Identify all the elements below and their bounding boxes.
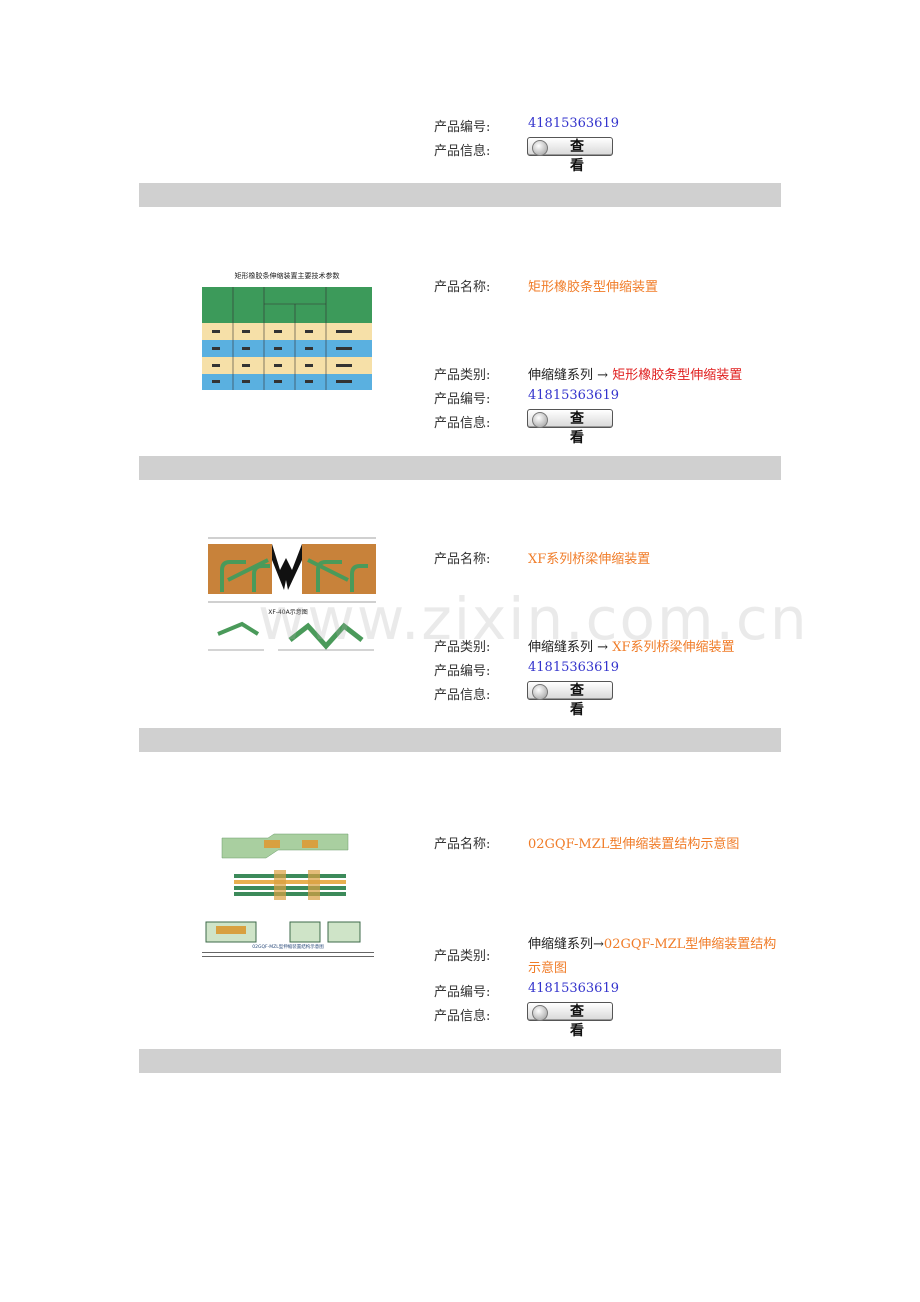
code-label: 产品编号: — [434, 120, 491, 135]
code-label: 产品编号: — [434, 664, 491, 679]
name-label: 产品名称: — [434, 552, 491, 567]
magnifier-icon — [532, 684, 548, 700]
view-button-label: 查 看 — [570, 683, 598, 718]
product-code: 41815363619 — [528, 388, 619, 403]
magnifier-icon — [532, 140, 548, 156]
image-caption: 02GQF-MZL型伸缩装置结构示意图 — [252, 943, 324, 950]
view-button-label: 查 看 — [570, 1004, 598, 1039]
category-child-link[interactable]: 矩形橡胶条型伸缩装置 — [612, 368, 743, 383]
watermark: www.zixin.com.cn — [258, 585, 809, 653]
view-button-label: 查 看 — [570, 411, 598, 446]
category-label: 产品类别: — [434, 949, 491, 964]
info-label: 产品信息: — [434, 1009, 491, 1024]
view-button[interactable]: 查 看 — [527, 681, 613, 718]
magnifier-icon — [532, 1005, 548, 1021]
arrow-icon: → — [593, 937, 604, 952]
product-image-mzl-diagram[interactable]: 02GQF-MZL型伸缩装置结构示意图 — [198, 830, 378, 960]
name-label: 产品名称: — [434, 280, 491, 295]
product-name-link[interactable]: 矩形橡胶条型伸缩装置 — [528, 280, 659, 295]
product-code: 41815363619 — [528, 116, 619, 131]
view-button[interactable]: 查 看 — [527, 409, 613, 446]
section-divider — [139, 1049, 781, 1073]
product-code: 41815363619 — [528, 981, 619, 996]
category-parent-link[interactable]: 伸缩缝系列 — [528, 640, 594, 655]
view-button[interactable]: 查 看 — [527, 137, 613, 174]
category-label: 产品类别: — [434, 640, 491, 655]
product-image-parameter-table[interactable]: 矩形橡胶条伸缩装置主要技术参数 — [200, 266, 374, 392]
category-path: 伸缩缝系列→02GQF-MZL型伸缩装置结构 — [528, 933, 776, 952]
view-button[interactable]: 查 看 — [527, 1002, 613, 1039]
section-divider — [139, 728, 781, 752]
section-divider — [139, 183, 781, 207]
category-label: 产品类别: — [434, 368, 491, 383]
category-path: 伸缩缝系列 → 矩形橡胶条型伸缩装置 — [528, 364, 742, 383]
magnifier-icon — [532, 412, 548, 428]
info-label: 产品信息: — [434, 144, 491, 159]
code-label: 产品编号: — [434, 392, 491, 407]
category-child-link-continued[interactable]: 示意图 — [528, 961, 568, 976]
product-name-link[interactable]: XF系列桥梁伸缩装置 — [528, 552, 651, 567]
category-parent-link[interactable]: 伸缩缝系列 — [528, 937, 594, 952]
name-label: 产品名称: — [434, 837, 491, 852]
product-code: 41815363619 — [528, 660, 619, 675]
category-parent-link[interactable]: 伸缩缝系列 — [528, 368, 594, 383]
arrow-icon: → — [597, 368, 609, 383]
info-label: 产品信息: — [434, 688, 491, 703]
image-title: 矩形橡胶条伸缩装置主要技术参数 — [235, 271, 340, 280]
arrow-icon: → — [597, 640, 609, 655]
product-image-xf-diagram[interactable]: XF-40A示意图 — [198, 530, 380, 672]
product-name-link[interactable]: 02GQF-MZL型伸缩装置结构示意图 — [528, 837, 740, 852]
section-divider — [139, 456, 781, 480]
category-path: 伸缩缝系列 → XF系列桥梁伸缩装置 — [528, 636, 734, 655]
info-label: 产品信息: — [434, 416, 491, 431]
image-label: XF-40A示意图 — [268, 608, 307, 616]
category-child-link[interactable]: XF系列桥梁伸缩装置 — [612, 640, 735, 655]
code-label: 产品编号: — [434, 985, 491, 1000]
view-button-label: 查 看 — [570, 139, 598, 174]
category-child-link[interactable]: 02GQF-MZL型伸缩装置结构 — [603, 937, 777, 952]
